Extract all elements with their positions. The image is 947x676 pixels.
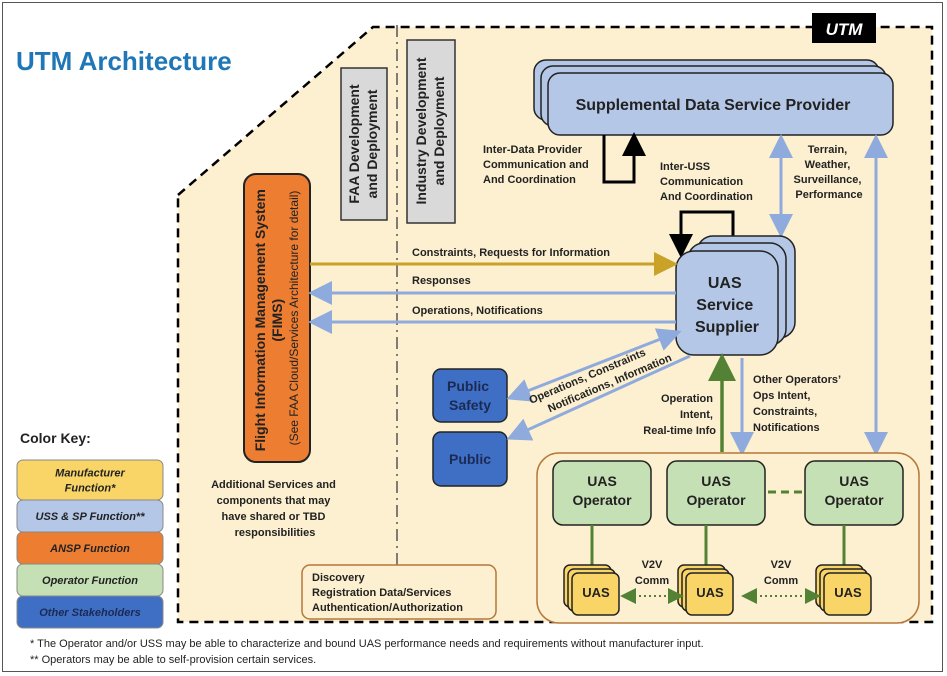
inter-data-label: Inter-Data Provider Communication and An… xyxy=(483,144,592,186)
color-key-item: ANSP Function xyxy=(16,531,164,565)
utm-badge xyxy=(812,13,876,43)
uss-public-safety-arrow xyxy=(506,328,682,402)
public-label: Public xyxy=(449,451,491,467)
svg-text:ANSP Function: ANSP Function xyxy=(49,543,130,555)
inter-data-loop-arrow xyxy=(602,132,646,184)
inter-uss-label: Inter-USS Communication And Coordination xyxy=(660,161,753,203)
uss-box[interactable]: UAS Service Supplier xyxy=(675,235,796,356)
color-key-item: USS & SP Function** xyxy=(16,499,164,533)
uss-public-arrow xyxy=(506,354,691,441)
color-key-title: Color Key: xyxy=(20,430,91,446)
footnote-1: * The Operator and/or USS may be able to… xyxy=(30,638,704,650)
utm-badge-label: UTM xyxy=(826,20,864,39)
operation-intent-label: Operation Intent, Real-time Info xyxy=(643,393,716,437)
constraints-rfi-label: Constraints, Requests for Information xyxy=(412,247,610,259)
sdsp-box[interactable]: Supplemental Data Service Provider xyxy=(533,59,894,136)
page-title: UTM Architecture xyxy=(16,46,232,76)
ops-notifications-label: Operations, Notifications xyxy=(412,305,543,317)
public-safety-label: Public Safety xyxy=(447,378,493,413)
uas-stack-3[interactable]: UAS xyxy=(815,564,872,616)
discovery-box[interactable] xyxy=(301,564,497,620)
public-box[interactable] xyxy=(432,431,508,487)
svg-text:Operator Function: Operator Function xyxy=(42,575,138,587)
public-safety-box[interactable] xyxy=(432,368,508,423)
uss-label: UAS Service Supplier xyxy=(695,275,759,336)
color-key-item: Other Stakeholders xyxy=(16,595,164,629)
industry-domain-box xyxy=(406,39,456,224)
uas-label: UAS xyxy=(696,585,724,600)
svg-text:USS & SP Function**: USS & SP Function** xyxy=(36,511,146,523)
uas-stack-2[interactable]: UAS xyxy=(677,564,734,616)
uas-label: UAS xyxy=(834,585,862,600)
footnote-2: ** Operators may be able to self-provisi… xyxy=(30,654,317,666)
inter-uss-loop-arrow xyxy=(669,210,735,258)
other-operators-label: Other Operators’ Ops Intent, Constraints… xyxy=(753,374,843,434)
discovery-label: Discovery Registration Data/Services Aut… xyxy=(312,572,463,614)
faa-domain-box xyxy=(340,67,388,221)
uas-label: UAS xyxy=(582,585,610,600)
additional-services-label: Additional Services and components that … xyxy=(211,479,339,539)
svg-text:Other Stakeholders: Other Stakeholders xyxy=(39,607,140,619)
fims-label: Flight Information Management System (FI… xyxy=(252,185,301,452)
color-key-item: Operator Function xyxy=(16,563,164,597)
responses-label: Responses xyxy=(412,275,471,287)
sdsp-label: Supplemental Data Service Provider xyxy=(576,97,851,114)
terrain-label: Terrain, Weather, Surveillance, Performa… xyxy=(794,144,865,201)
uas-stack-1[interactable]: UAS xyxy=(563,564,620,616)
